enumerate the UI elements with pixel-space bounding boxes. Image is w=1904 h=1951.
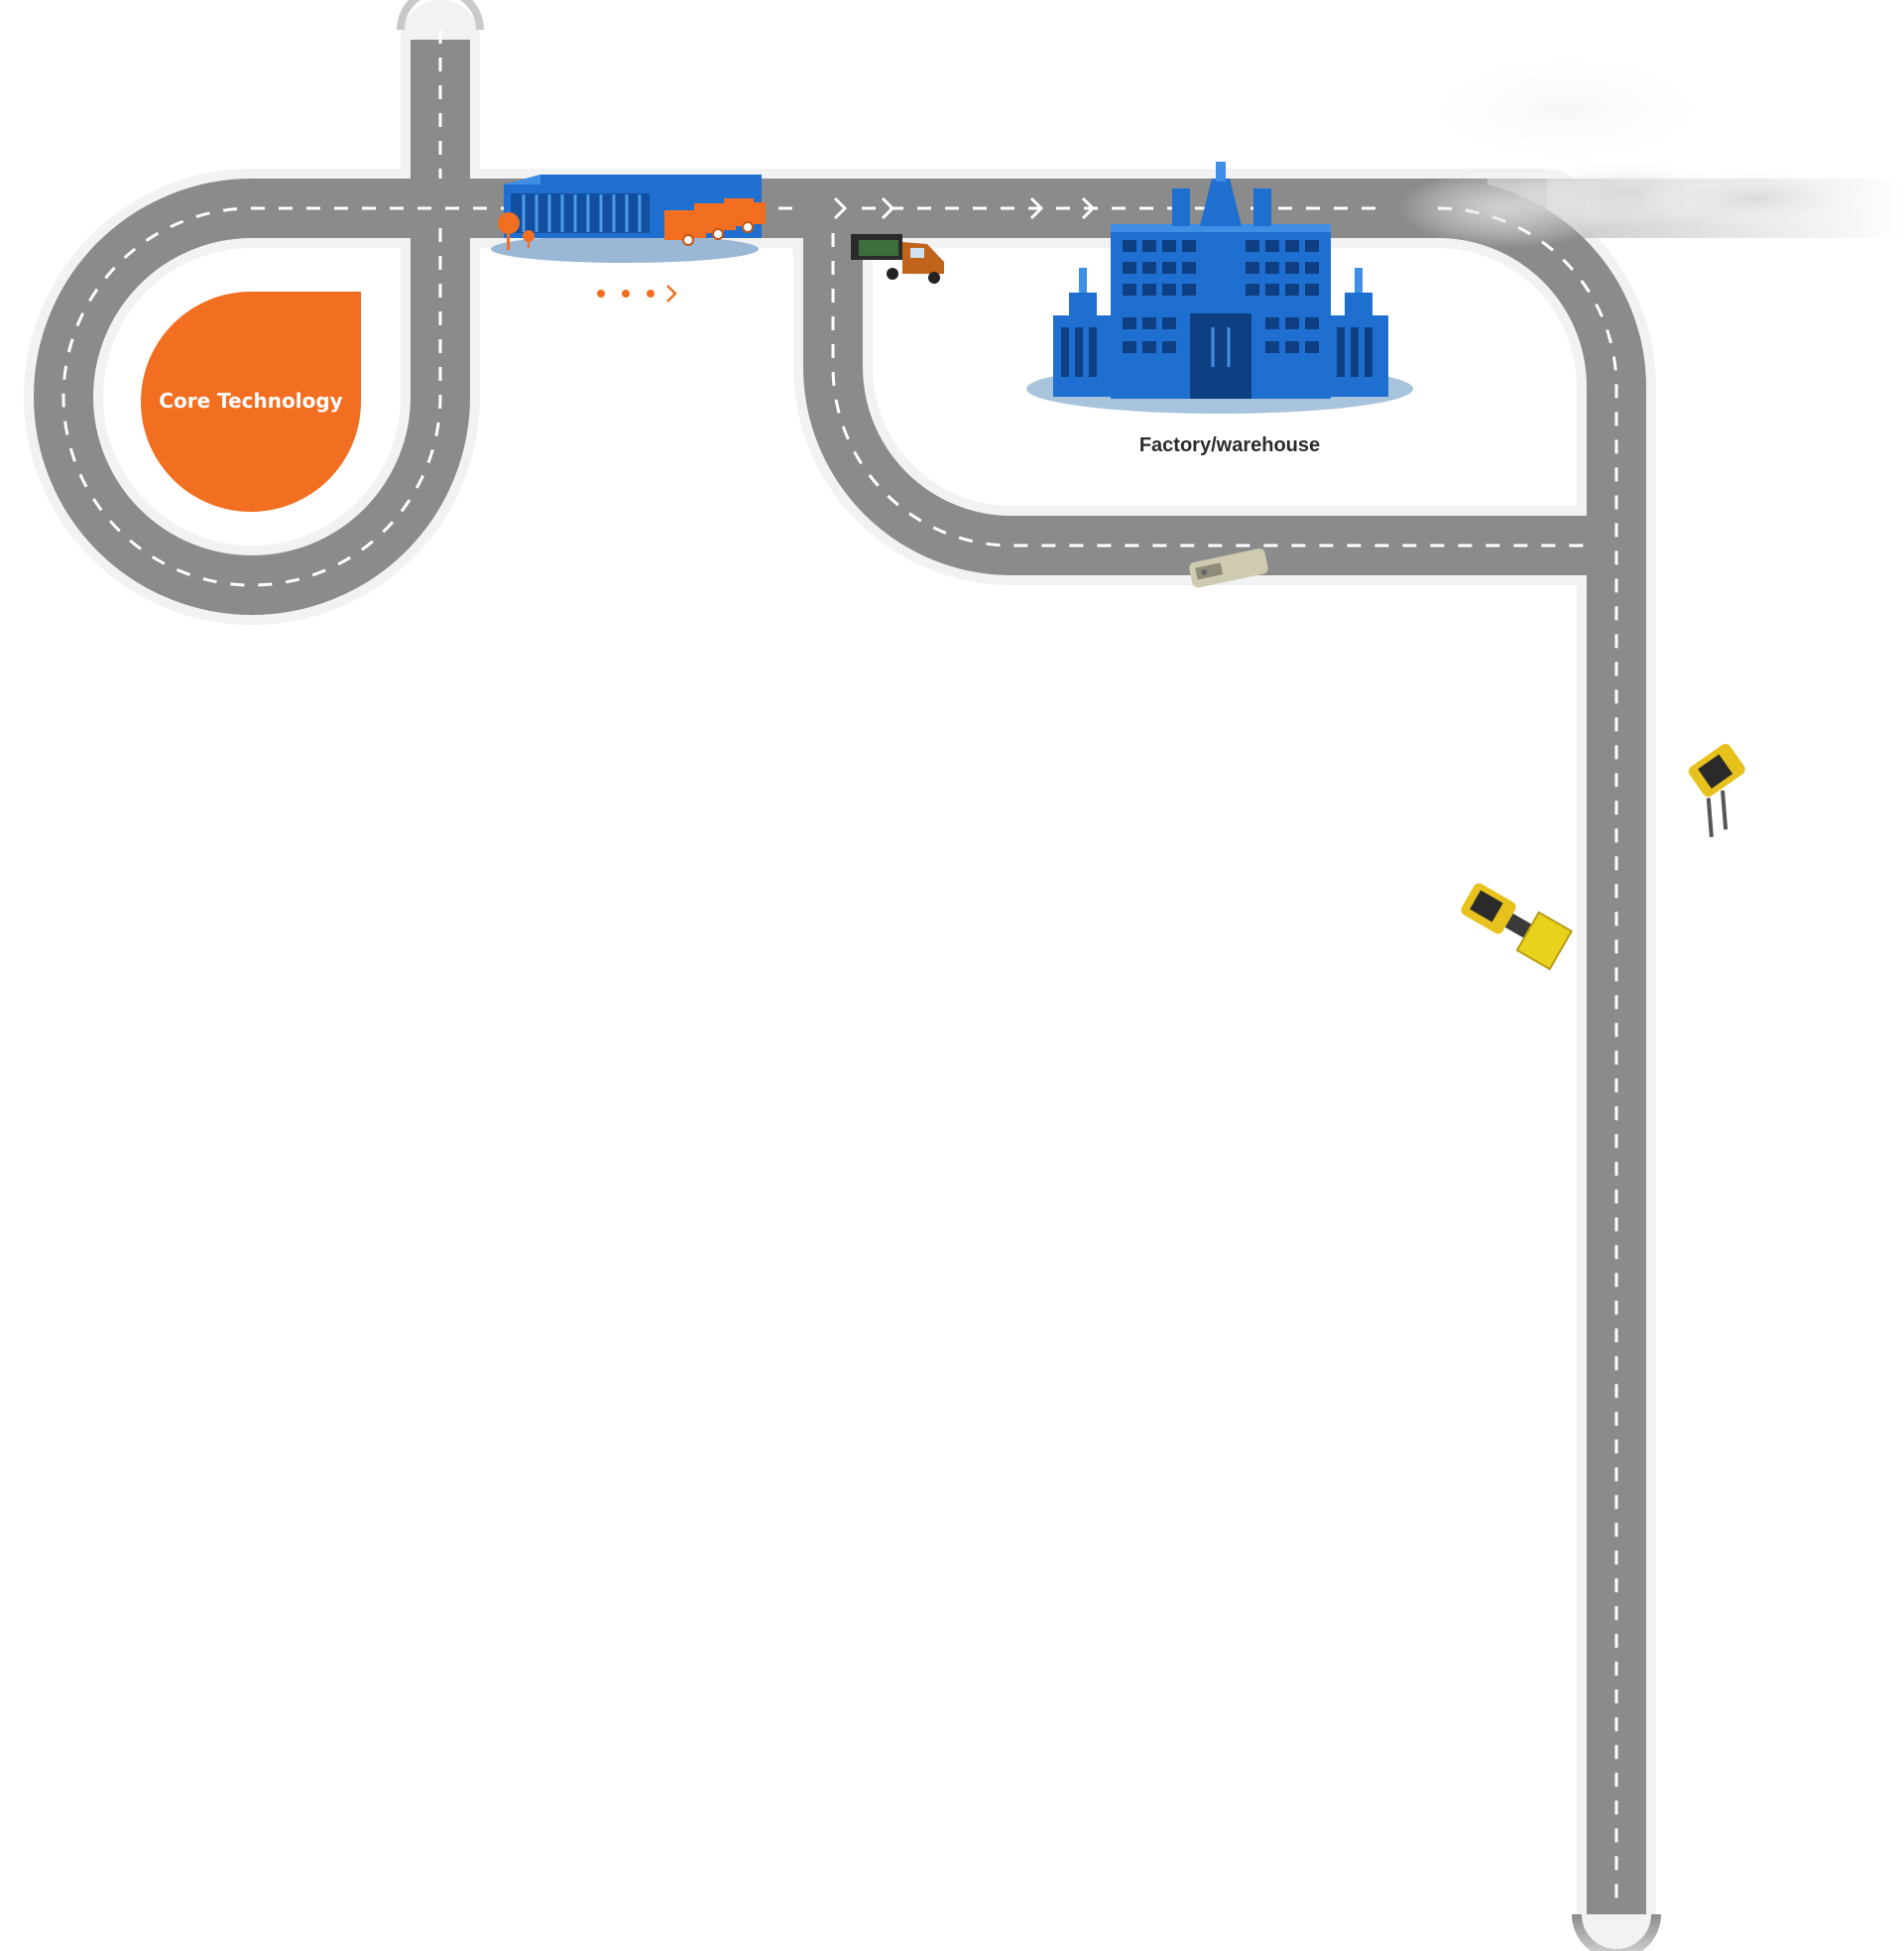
warehouse-trucks-icon[interactable] <box>491 175 766 263</box>
direction-arrows <box>833 196 1096 220</box>
arrow-icon <box>1081 196 1096 220</box>
core-technology-badge[interactable] <box>141 292 361 512</box>
core-technology-label[interactable]: Core Technology <box>159 389 343 413</box>
factory-warehouse-label: Factory/warehouse <box>1138 434 1321 456</box>
chevron-right-icon <box>666 285 677 303</box>
factory-building-icon[interactable] <box>1026 162 1413 414</box>
arrow-icon <box>1029 196 1044 220</box>
arrow-icon <box>833 196 848 220</box>
road-network <box>24 0 1904 1951</box>
tow-vehicle-icon <box>1189 549 1268 588</box>
forklift-icon <box>1688 743 1745 838</box>
smoke-cloud <box>1398 50 1874 248</box>
cargo-truck-icon <box>851 234 944 284</box>
loader-icon <box>1461 883 1574 971</box>
arrow-icon <box>881 196 895 220</box>
dot-icon <box>647 290 654 298</box>
dot-icon <box>597 290 605 298</box>
more-indicator[interactable] <box>593 282 682 305</box>
dot-icon <box>622 290 630 298</box>
